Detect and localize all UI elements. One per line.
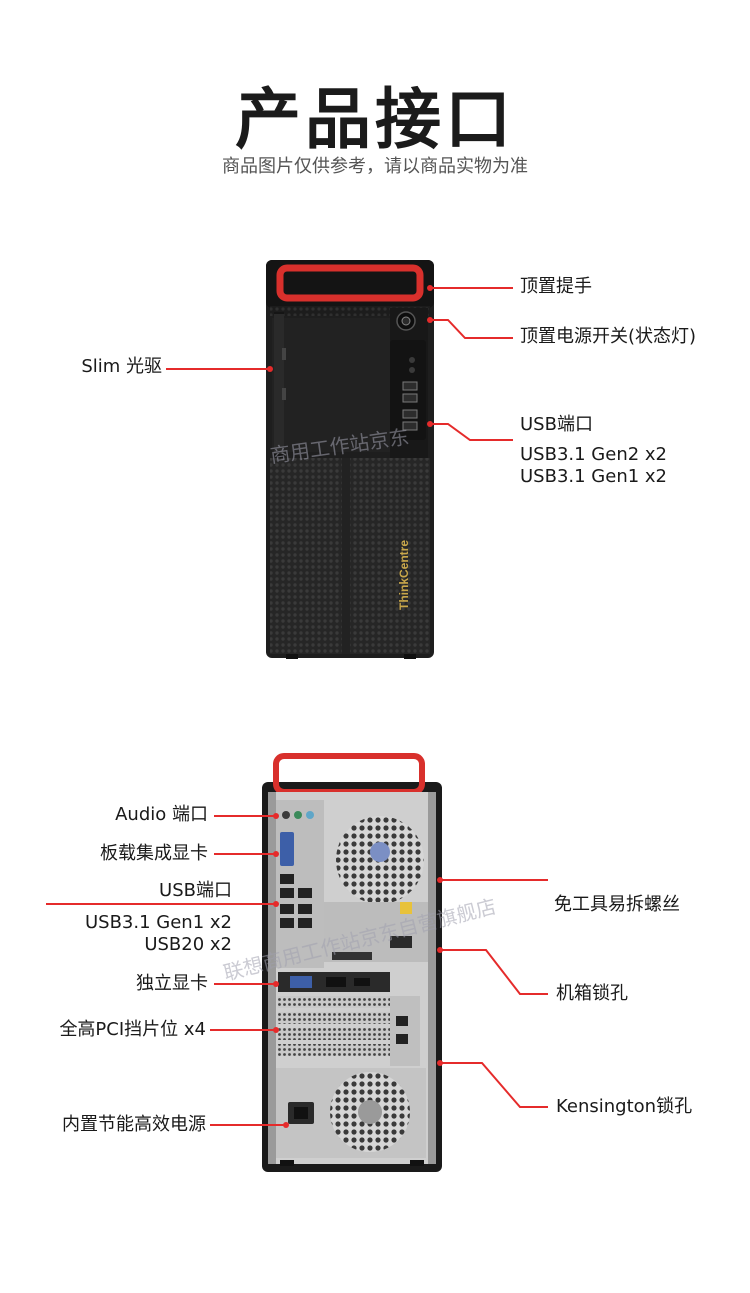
label-kensington-lock: Kensington锁孔 xyxy=(556,1096,693,1117)
label-rear-usb20: USB20 x2 xyxy=(144,934,232,955)
label-pci-slots: 全高PCI挡片位 x4 xyxy=(59,1019,206,1040)
label-rear-usb-gen1: USB3.1 Gen1 x2 xyxy=(84,912,232,933)
rear-tower-image xyxy=(262,753,442,1172)
label-discrete-graphics: 独立显卡 xyxy=(136,973,208,994)
label-power-switch: 顶置电源开关(状态灯) xyxy=(520,326,697,347)
label-front-usb-gen2: USB3.1 Gen2 x2 xyxy=(520,444,668,465)
label-chassis-lock: 机箱锁孔 xyxy=(556,983,628,1004)
label-audio-port: Audio 端口 xyxy=(115,804,208,825)
label-power-supply: 内置节能高效电源 xyxy=(62,1114,206,1135)
page-title: 产品接口 xyxy=(235,81,515,158)
label-onboard-graphics: 板载集成显卡 xyxy=(100,843,208,864)
label-front-usb-title: USB端口 xyxy=(520,414,593,435)
label-rear-usb-title: USB端口 xyxy=(159,880,232,901)
label-toolless-screws: 免工具易拆螺丝 xyxy=(554,894,680,915)
page-subtitle: 商品图片仅供参考，请以商品实物为准 xyxy=(222,156,528,177)
label-front-usb-gen1: USB3.1 Gen1 x2 xyxy=(520,466,668,487)
front-tower-image: ThinkCentre xyxy=(266,260,434,659)
label-optical-drive: Slim 光驱 xyxy=(81,356,162,377)
label-top-handle: 顶置提手 xyxy=(520,276,592,297)
front-brand-logo: ThinkCentre xyxy=(397,540,411,610)
